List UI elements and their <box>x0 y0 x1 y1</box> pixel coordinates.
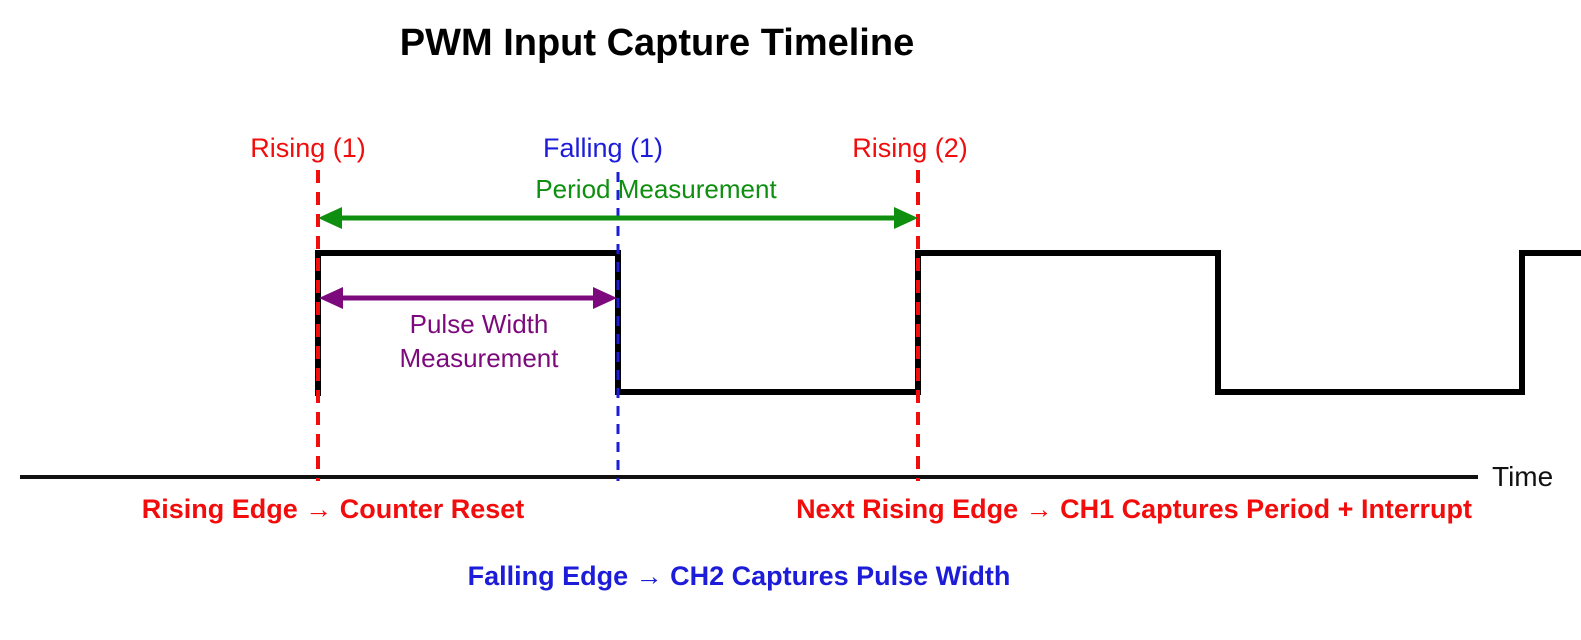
annotation-falling-edge: Falling Edge → CH2 Captures Pulse Width <box>467 561 1011 591</box>
pulse-width-measurement-arrow <box>319 287 617 309</box>
label-rising-2: Rising (2) <box>852 133 968 163</box>
pulse-width-label-line1: Pulse Width <box>409 309 549 339</box>
diagram-title: PWM Input Capture Timeline <box>399 22 915 64</box>
pwm-waveform <box>315 250 1581 396</box>
label-falling-1: Falling (1) <box>542 133 664 163</box>
annotation-rising-edge: Rising Edge → Counter Reset <box>141 494 525 524</box>
pulse-width-measurement-label: Pulse Width Measurement <box>400 307 559 375</box>
period-measurement-arrow <box>318 207 918 229</box>
period-measurement-label: Period Measurement <box>535 174 777 204</box>
annotation-next-rising-edge: Next Rising Edge → CH1 Captures Period +… <box>796 494 1472 524</box>
time-axis-label: Time <box>1492 461 1554 492</box>
pulse-width-label-line2: Measurement <box>399 343 559 373</box>
label-rising-1: Rising (1) <box>250 133 366 163</box>
